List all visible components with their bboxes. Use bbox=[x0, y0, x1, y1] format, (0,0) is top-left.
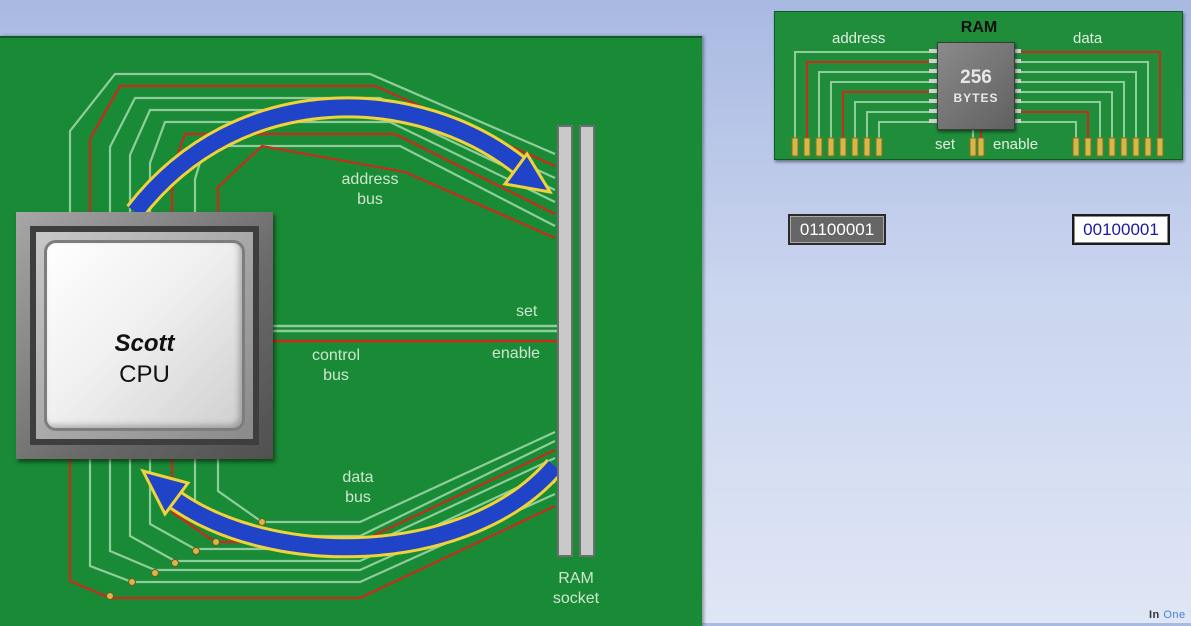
cpu-type: CPU bbox=[119, 361, 170, 388]
address-register: 01100001 bbox=[788, 214, 886, 245]
ram-chip: 256 BYTES bbox=[937, 42, 1015, 130]
data-arrowhead bbox=[140, 468, 191, 517]
cpu-chip: Scott CPU bbox=[44, 240, 245, 431]
cpu-name: Scott bbox=[114, 330, 175, 357]
ram-data-label: data bbox=[1073, 30, 1103, 47]
ram-set-label: set bbox=[935, 136, 956, 153]
ram-traces bbox=[791, 49, 1164, 157]
ram-title: RAM bbox=[960, 19, 998, 36]
set-label: set bbox=[516, 303, 538, 320]
ram-socket-label: RAM socket bbox=[552, 570, 600, 607]
ram-module: RAM address data 256 BYTES set enable bbox=[774, 11, 1183, 160]
ram-enable-label: enable bbox=[993, 136, 1039, 153]
ram-unit: BYTES bbox=[953, 91, 999, 105]
address-bus-label: address bus bbox=[341, 171, 399, 208]
data-arrow bbox=[165, 460, 562, 556]
watermark-logo: In One bbox=[1149, 609, 1186, 621]
control-bus-label: control bus bbox=[311, 347, 361, 384]
ram-address-label: address bbox=[832, 30, 886, 47]
ram-socket-rail bbox=[557, 125, 573, 557]
ram-size: 256 bbox=[960, 67, 992, 88]
cpu-package: Scott CPU bbox=[16, 212, 273, 459]
address-trace bbox=[216, 144, 556, 240]
board-traces bbox=[68, 72, 595, 600]
data-bus-label: data bus bbox=[342, 469, 374, 506]
ram-socket-rail bbox=[579, 125, 595, 557]
address-arrowhead bbox=[502, 151, 553, 195]
enable-label: enable bbox=[492, 345, 541, 362]
data-register: 00100001 bbox=[1072, 214, 1170, 245]
address-trace bbox=[128, 108, 556, 212]
address-arrow bbox=[128, 99, 525, 217]
address-trace bbox=[68, 72, 556, 212]
